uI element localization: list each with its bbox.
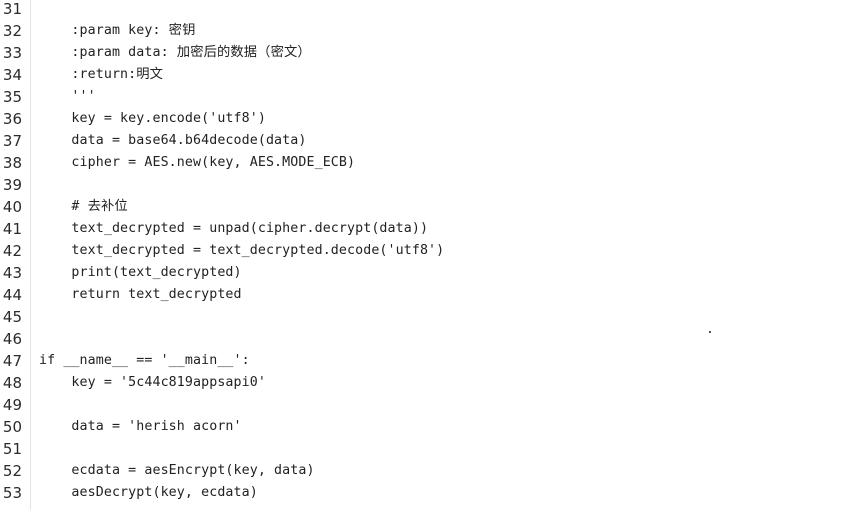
line-number: 43 — [2, 264, 22, 282]
code-line: 41 text_decrypted = unpad(cipher.decrypt… — [0, 218, 850, 240]
line-number: 38 — [2, 154, 22, 172]
line-code[interactable]: ecdata = aesEncrypt(key, data) — [39, 463, 315, 478]
code-line: 34 :return:明文 — [0, 64, 850, 86]
code-line: 48 key = '5c44c819appsapi0' — [0, 372, 850, 394]
line-code[interactable]: :param key: 密钥 — [39, 23, 196, 38]
line-number: 32 — [2, 22, 22, 40]
line-number: 34 — [2, 66, 22, 84]
line-code[interactable]: # 去补位 — [39, 199, 128, 214]
line-number: 37 — [2, 132, 22, 150]
line-code[interactable]: cipher = AES.new(key, AES.MODE_ECB) — [39, 155, 356, 170]
line-code[interactable]: text_decrypted = text_decrypted.decode('… — [39, 243, 445, 258]
line-code[interactable]: text_decrypted = unpad(cipher.decrypt(da… — [39, 221, 429, 236]
bottom-margin — [0, 510, 850, 520]
code-line: 52 ecdata = aesEncrypt(key, data) — [0, 460, 850, 482]
line-number: 42 — [2, 242, 22, 260]
line-number: 47 — [2, 352, 22, 370]
line-code[interactable]: :param data: 加密后的数据（密文） — [39, 45, 311, 60]
line-code[interactable]: data = 'herish acorn' — [39, 419, 242, 434]
gutter-divider — [30, 0, 31, 510]
code-line: 31 — [0, 0, 850, 20]
line-code[interactable]: data = base64.b64decode(data) — [39, 133, 307, 148]
code-line: 35 ''' — [0, 86, 850, 108]
code-line: 51 — [0, 438, 850, 460]
line-code[interactable]: :return:明文 — [39, 67, 164, 82]
line-number: 36 — [2, 110, 22, 128]
code-line: 32 :param key: 密钥 — [0, 20, 850, 42]
line-code[interactable]: aesDecrypt(key, ecdata) — [39, 485, 258, 500]
line-number: 49 — [2, 396, 22, 414]
line-number: 41 — [2, 220, 22, 238]
code-line: 46 — [0, 328, 850, 350]
line-number: 52 — [2, 462, 22, 480]
code-line: 50 data = 'herish acorn' — [0, 416, 850, 438]
line-number: 46 — [2, 330, 22, 348]
code-line: 49 — [0, 394, 850, 416]
code-lines: 31 32 :param key: 密钥 33 :param data: 加密后… — [0, 0, 850, 504]
code-line: 37 data = base64.b64decode(data) — [0, 130, 850, 152]
line-number: 48 — [2, 374, 22, 392]
line-code[interactable]: ''' — [39, 89, 96, 104]
line-number: 53 — [2, 484, 22, 502]
line-number: 50 — [2, 418, 22, 436]
line-code[interactable]: if __name__ == '__main__': — [39, 353, 250, 368]
line-number-gutter — [0, 0, 30, 510]
code-line: 45 — [0, 306, 850, 328]
code-line: 38 cipher = AES.new(key, AES.MODE_ECB) — [0, 152, 850, 174]
line-number: 33 — [2, 44, 22, 62]
line-number: 39 — [2, 176, 22, 194]
code-line: 43 print(text_decrypted) — [0, 262, 850, 284]
code-line: 33 :param data: 加密后的数据（密文） — [0, 42, 850, 64]
code-line: 40 # 去补位 — [0, 196, 850, 218]
line-code[interactable]: return text_decrypted — [39, 287, 242, 302]
line-code[interactable]: key = '5c44c819appsapi0' — [39, 375, 266, 390]
code-line: 39 — [0, 174, 850, 196]
line-number: 51 — [2, 440, 22, 458]
code-line: 42 text_decrypted = text_decrypted.decod… — [0, 240, 850, 262]
line-code[interactable]: print(text_decrypted) — [39, 265, 242, 280]
line-number: 45 — [2, 308, 22, 326]
code-line: 47 if __name__ == '__main__': — [0, 350, 850, 372]
line-number: 40 — [2, 198, 22, 216]
code-line: 44 return text_decrypted — [0, 284, 850, 306]
code-line: 53 aesDecrypt(key, ecdata) — [0, 482, 850, 504]
line-code[interactable]: key = key.encode('utf8') — [39, 111, 266, 126]
code-line: 36 key = key.encode('utf8') — [0, 108, 850, 130]
line-number: 31 — [2, 0, 22, 18]
stray-dot — [709, 331, 711, 333]
line-number: 35 — [2, 88, 22, 106]
line-number: 44 — [2, 286, 22, 304]
